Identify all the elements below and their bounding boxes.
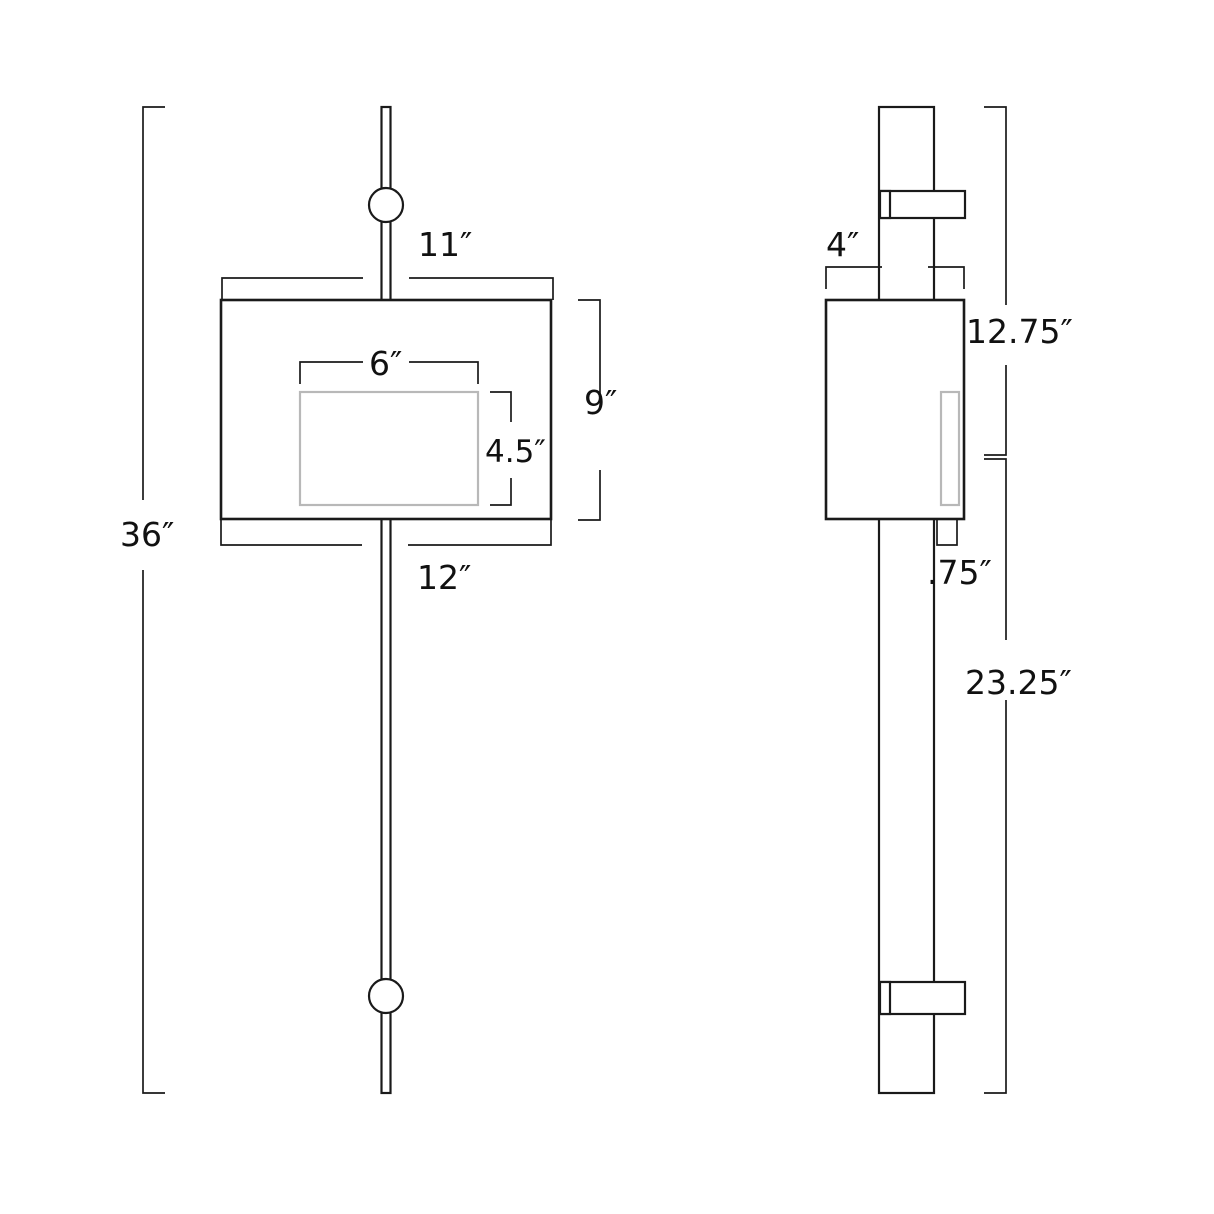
dim-label-6: 6″ xyxy=(369,344,402,383)
front-inner-panel xyxy=(298,390,480,507)
dim-line-23-25 xyxy=(984,458,1007,1094)
dim-label-4: 4″ xyxy=(826,225,859,264)
dim-line-6 xyxy=(299,361,479,384)
dim-line-12-75 xyxy=(984,106,1007,456)
front-lower-ball xyxy=(367,977,405,1015)
dim-label-12-75: 12.75″ xyxy=(966,312,1073,351)
dim-line-9 xyxy=(578,299,601,521)
dim-label-23-25: 23.25″ xyxy=(965,663,1072,702)
dim-line-12 xyxy=(220,519,552,546)
dim-line-11 xyxy=(221,277,554,300)
dim-label-4-5: 4.5″ xyxy=(485,434,546,470)
dim-line-0-75 xyxy=(936,519,958,546)
side-lower-bracket-end xyxy=(878,980,892,1016)
dim-label-36: 36″ xyxy=(120,515,174,554)
dim-line-36 xyxy=(142,106,165,1094)
front-upper-ball xyxy=(367,186,405,224)
dim-line-4 xyxy=(825,266,965,289)
dim-label-12: 12″ xyxy=(417,558,471,597)
dim-label-0-75: .75″ xyxy=(927,553,992,592)
dim-label-9: 9″ xyxy=(584,383,617,422)
dim-line-4-5 xyxy=(490,391,512,506)
side-upper-bracket-end xyxy=(878,189,892,220)
side-lens-strip xyxy=(939,390,961,507)
dim-label-11: 11″ xyxy=(418,225,472,264)
side-lower-bracket xyxy=(878,980,967,1016)
side-upper-bracket xyxy=(878,189,967,220)
